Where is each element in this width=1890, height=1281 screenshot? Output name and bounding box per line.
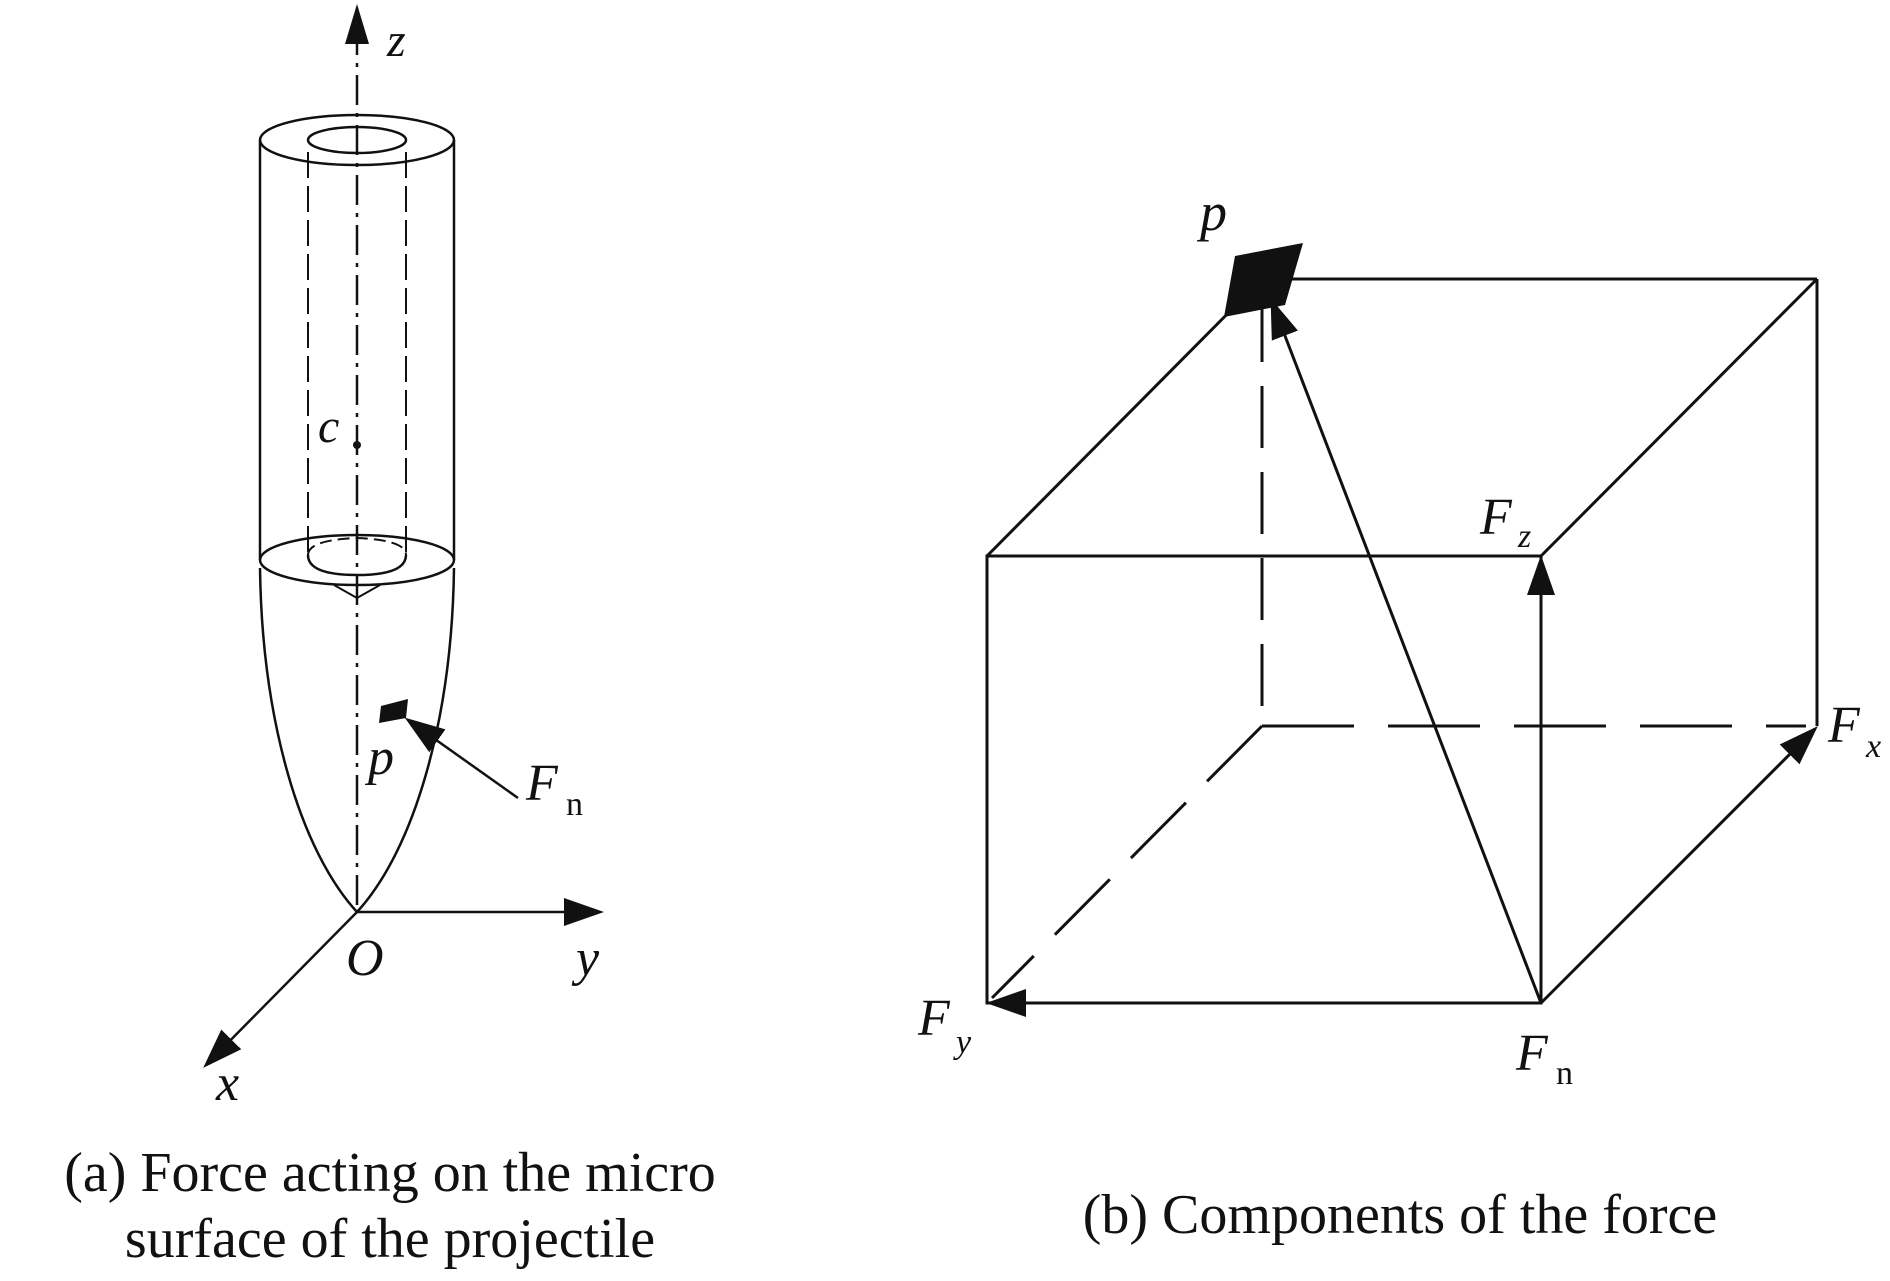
label-fn-b-sub: n — [1556, 1055, 1573, 1092]
caption-b: (b) Components of the force — [1082, 1184, 1718, 1246]
box-top-right-edge — [1539, 277, 1819, 558]
box-front-face — [985, 554, 1543, 1005]
micro-surface-p-b — [1224, 243, 1303, 317]
label-c: c — [318, 400, 339, 453]
label-fy: F — [917, 990, 951, 1047]
label-origin: O — [346, 930, 384, 987]
label-y: y — [571, 930, 600, 987]
label-z: z — [386, 14, 406, 67]
label-fn-a: F — [525, 755, 559, 812]
label-fy-sub: y — [953, 1024, 972, 1061]
label-fn-b: F — [1515, 1025, 1549, 1082]
panel-a-projectile — [203, 4, 604, 1068]
label-fz-sub: z — [1517, 518, 1531, 555]
z-axis-arrowhead — [345, 4, 369, 44]
fn-arrow — [404, 717, 519, 800]
caption-a-line1: (a) Force acting on the micro — [64, 1142, 716, 1204]
label-fn-a-sub: n — [566, 786, 583, 823]
panel-b-force-box — [985, 243, 1819, 1017]
ogive-right-curve — [356, 567, 456, 913]
label-fz: F — [1479, 489, 1513, 546]
hidden-left-diagonal — [990, 724, 1264, 1000]
label-p-a: p — [364, 729, 394, 786]
cylinder-bottom-outer — [258, 533, 456, 587]
micro-surface-p — [379, 699, 408, 723]
bore-bottom-back — [307, 536, 407, 556]
label-p-b: p — [1196, 182, 1227, 242]
fx-arrow — [1539, 726, 1818, 1005]
caption-a: (a) Force acting on the micro surface of… — [0, 1140, 780, 1272]
label-x: x — [215, 1055, 239, 1112]
fn-resultant-arrow — [1270, 298, 1543, 1004]
ogive-left-curve — [258, 567, 358, 913]
box-top-left-edge — [985, 277, 1264, 558]
cylinder-top-inner — [306, 125, 408, 155]
label-fx: F — [1827, 697, 1861, 754]
x-axis-line — [203, 911, 358, 1068]
centroid-dot — [353, 441, 361, 449]
bore-cone-tip — [333, 584, 381, 600]
label-fx-sub: x — [1865, 728, 1881, 765]
bore-bottom-front — [306, 554, 408, 577]
caption-a-line2: surface of the projectile — [124, 1208, 656, 1270]
